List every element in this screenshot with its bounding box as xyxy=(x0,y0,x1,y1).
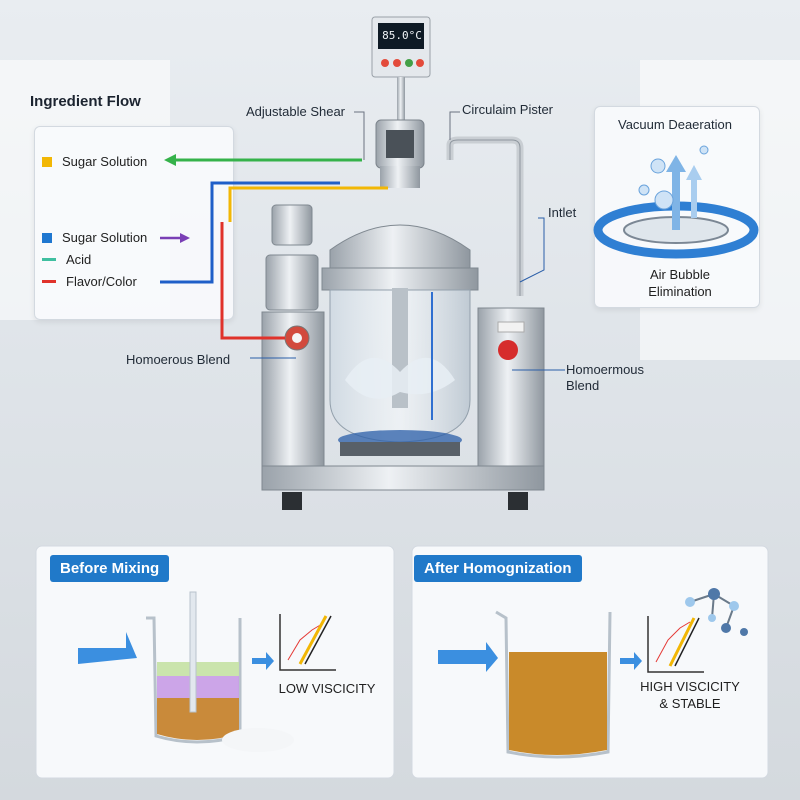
after-beaker xyxy=(438,610,642,759)
legend-item-sugar-solution-blue: Sugar Solution xyxy=(42,230,147,245)
legend-item-flavor-color: Flavor/Color xyxy=(42,274,137,289)
temperature-readout: 85.0°C xyxy=(380,25,424,47)
molecule-icon xyxy=(685,588,748,636)
shear-motor xyxy=(375,119,425,188)
homogeneous-blend-left-label: Homoerous Blend xyxy=(126,352,231,367)
side-filter-units xyxy=(265,204,319,311)
blue-swatch xyxy=(42,232,52,243)
homogeneous-blend-right-label: Homoermous Blend xyxy=(566,362,645,393)
ingredient-flow-title: Ingredient Flow xyxy=(30,93,141,110)
vacuum-deaeration-title: Vacuum Deaeration xyxy=(618,117,732,132)
glass-vessel xyxy=(329,288,471,456)
legend-item-acid: Acid xyxy=(42,252,91,267)
high-viscosity-caption: HIGH VISCICITY & STABLE xyxy=(640,679,740,711)
before-mixing-tab: Before Mixing xyxy=(50,555,170,582)
red-swatch xyxy=(42,280,56,283)
low-viscosity-caption: LOW VISCICITY xyxy=(278,681,376,696)
purple-arrowhead xyxy=(180,233,190,243)
legend-label: Sugar Solution xyxy=(62,230,148,245)
vacuum-ring-graphic xyxy=(593,145,759,259)
after-viscosity-chart xyxy=(647,616,704,673)
circulation-piston-label: Circulaim Pister xyxy=(462,102,554,117)
yellow-swatch xyxy=(42,156,52,167)
legend-label: Flavor/Color xyxy=(66,274,137,289)
air-bubble-caption: Air Bubble Elimination xyxy=(648,267,712,299)
blue-flow-line xyxy=(160,181,340,284)
legend-item-sugar-solution-yellow: Sugar Solution xyxy=(42,154,147,169)
after-homogenization-tab: After Homognization xyxy=(414,555,582,582)
vessel-lid xyxy=(321,224,479,291)
legend-label: Sugar Solution xyxy=(62,154,148,169)
before-viscosity-chart xyxy=(279,614,336,671)
legend-label: Acid xyxy=(66,252,92,267)
inlet-label: Intlet xyxy=(548,205,577,220)
green-arrowhead xyxy=(164,154,176,166)
teal-swatch xyxy=(42,258,56,261)
ingredient-flow-legend xyxy=(34,126,234,320)
machine-frame xyxy=(261,307,545,510)
before-beaker xyxy=(78,591,294,752)
red-flow-line xyxy=(220,222,285,340)
adjustable-shear-label: Adjustable Shear xyxy=(246,104,346,119)
yellow-flow-line xyxy=(228,186,388,222)
